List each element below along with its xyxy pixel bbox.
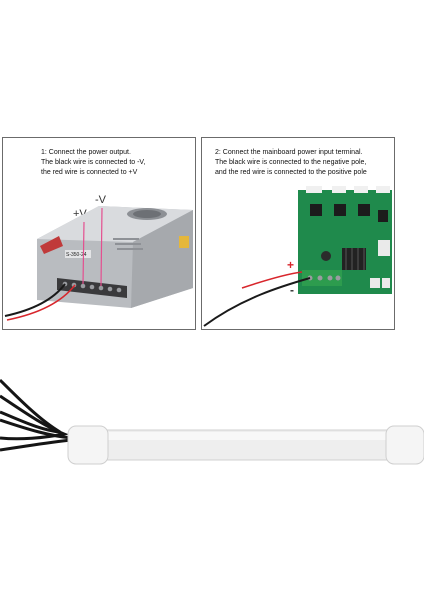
caption-line-3: and the red wire is connected to the pos… [215,169,367,176]
negative-pole-label: - [290,283,294,297]
left-end-cap [67,425,109,465]
plus-guide-line [82,221,85,285]
power-supply-illustration: S-350-24 [4,206,193,321]
vent-slots [113,238,143,250]
power-supply-caption: 1: Connect the power output. The black w… [41,148,195,178]
psu-brand-label [40,236,63,254]
right-end-cap [385,425,424,465]
black-wire [203,277,311,327]
mainboard-illustration [203,186,392,327]
heatsink [342,248,366,270]
driver-chips [310,204,388,222]
psu-side [131,210,193,308]
red-wire [241,271,303,289]
positive-pole-label: + [287,258,295,272]
minus-v-label: -V [95,194,106,206]
caption-line-2: The black wire is connected to the negat… [215,159,367,166]
red-wire [6,284,76,321]
led-tube-illustration [0,378,424,465]
psu-model-label: S-350-24 [66,252,87,258]
black-wire [4,283,66,317]
caption-line-2: The black wire is connected to -V, [41,159,146,166]
power-supply-panel: 1: Connect the power output. The black w… [2,137,196,330]
caption-line-3: the red wire is connected to +V [41,169,138,176]
minus-guide-line [100,207,103,287]
caption-line-1: 1: Connect the power output. [41,149,131,156]
mainboard-caption: 2: Connect the mainboard power input ter… [215,148,393,178]
mainboard-panel: 2: Connect the mainboard power input ter… [201,137,395,330]
caption-line-1: 2: Connect the mainboard power input ter… [215,149,363,156]
